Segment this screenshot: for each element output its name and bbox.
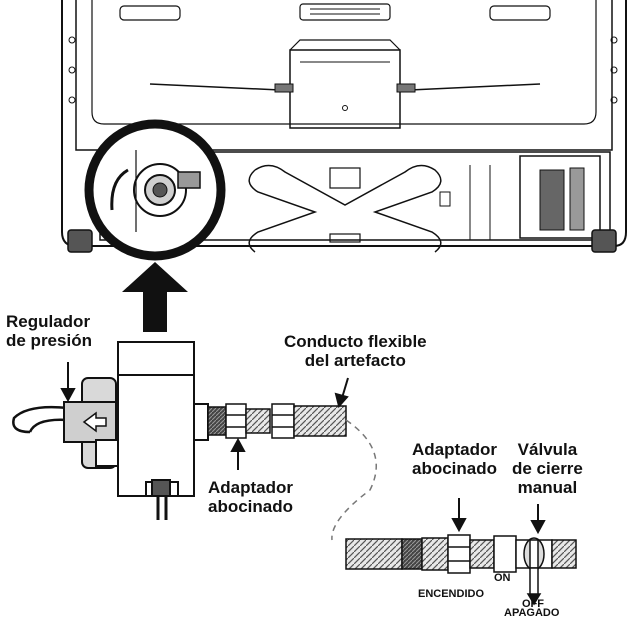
flex-connector-label-line2: del artefacto xyxy=(304,351,406,371)
off-label: OFF xyxy=(522,598,544,610)
pressure-regulator-label-line1: Regulador xyxy=(6,312,91,331)
on-spanish-label: ENCENDIDO xyxy=(418,588,485,600)
shutoff-valve-label-line2: de cierre xyxy=(512,459,583,479)
shutoff-valve-label-line3: manual xyxy=(517,478,578,498)
flare-adapter-left xyxy=(207,403,271,439)
pressure-regulator-label: Regulador de presión xyxy=(6,312,92,350)
shutoff-valve-label: Válvula de cierre manual xyxy=(512,440,583,497)
appliance-flex-connector xyxy=(271,403,403,570)
flare-adapter-right-label-line1: Adaptador xyxy=(412,440,497,459)
off-spanish-label: APAGADO xyxy=(504,607,560,619)
flare-adapter-left-label-line1: Adaptador xyxy=(208,478,293,497)
flare-adapter-right-label-line2: abocinado xyxy=(412,459,498,479)
flex-connector-label-line1: Conducto flexible xyxy=(284,332,427,351)
pressure-regulator xyxy=(12,341,209,520)
flex-connector-label: Conducto flexible del artefacto xyxy=(284,332,427,370)
flare-adapter-left-label-line2: abocinado xyxy=(208,497,294,517)
manual-shutoff-valve xyxy=(493,535,577,606)
up-arrow-icon xyxy=(122,262,188,332)
leader-arrows xyxy=(60,362,546,535)
flare-adapter-left-label: Adaptador abocinado xyxy=(208,478,293,516)
pressure-regulator-label-line2: de presión xyxy=(6,331,92,351)
flare-adapter-right xyxy=(401,534,495,574)
magnifier-circle-icon xyxy=(84,119,226,261)
range-back-panel xyxy=(61,0,627,253)
shutoff-valve-label-line1: Válvula xyxy=(517,440,578,459)
on-label: ON xyxy=(494,572,511,584)
flare-adapter-right-label: Adaptador abocinado xyxy=(412,440,497,478)
